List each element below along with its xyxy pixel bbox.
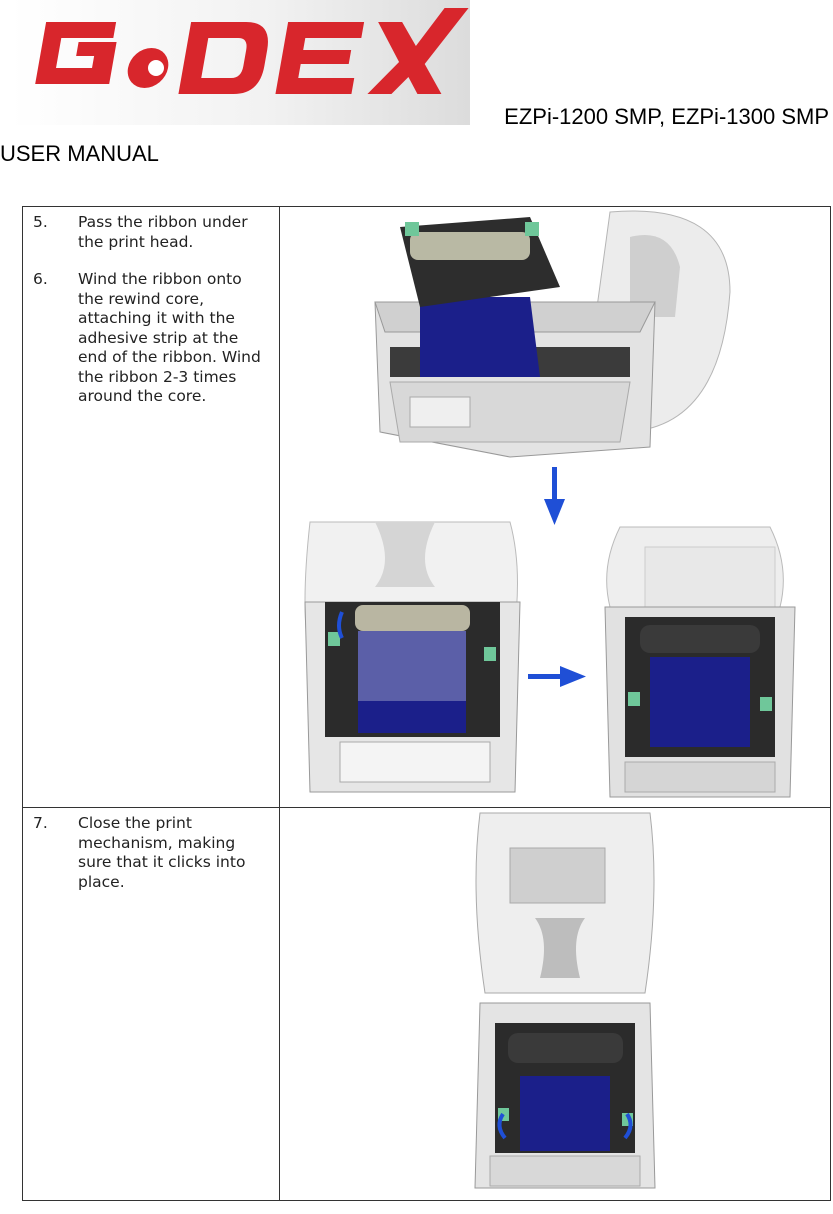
right-arrow-icon xyxy=(528,666,586,687)
instruction-cell: 7. Close the print mechanism, making sur… xyxy=(22,807,280,1201)
illustration-cell xyxy=(279,206,831,808)
step-text: Wind the ribbon onto the rewind core, at… xyxy=(78,270,261,405)
step-text: Pass the ribbon under the print head. xyxy=(78,213,248,251)
instruction-table: 5. Pass the ribbon under the print head.… xyxy=(22,206,831,1201)
illustration-cell xyxy=(279,807,831,1201)
printer-cover-open-illustration xyxy=(474,812,656,1189)
printer-closing-illustration xyxy=(474,812,656,1189)
printer-loaded-illustration xyxy=(604,526,796,798)
step-number: 6. xyxy=(33,270,48,288)
step-text: Close the print mechanism, making sure t… xyxy=(78,814,246,891)
ribbon-loading-illustration xyxy=(304,210,796,798)
document-type: USER MANUAL xyxy=(0,141,159,166)
table-row: 5. Pass the ribbon under the print head.… xyxy=(22,206,831,808)
instruction-cell: 5. Pass the ribbon under the print head.… xyxy=(22,206,280,808)
step-item: 5. Pass the ribbon under the print head. xyxy=(23,207,279,252)
printer-open-illustration xyxy=(374,210,731,458)
step-item: 6. Wind the ribbon onto the rewind core,… xyxy=(23,270,279,407)
godex-logo xyxy=(10,0,470,125)
down-arrow-icon xyxy=(544,467,565,525)
step-number: 7. xyxy=(33,814,48,832)
godex-logo-graphic xyxy=(10,0,470,125)
model-name: EZPi-1200 SMP, EZPi-1300 SMP xyxy=(504,104,829,129)
step-item: 7. Close the print mechanism, making sur… xyxy=(23,808,279,892)
printer-winding-illustration xyxy=(304,521,521,793)
step-number: 5. xyxy=(33,213,48,231)
table-row: 7. Close the print mechanism, making sur… xyxy=(22,807,831,1201)
